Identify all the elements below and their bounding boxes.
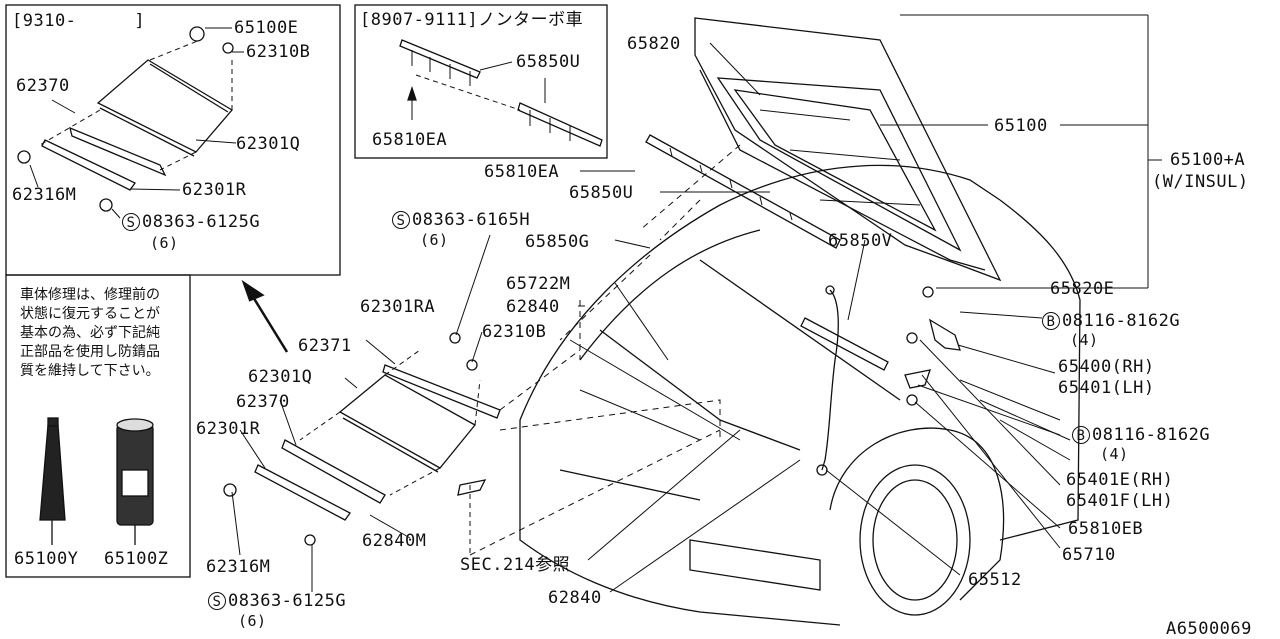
s-circle-icon: S (122, 213, 140, 231)
guide-lines (469, 144, 741, 556)
label-62301RA: 62301RA (360, 297, 436, 317)
repair-note: 車体修理は、修理前の状態に復元することが基本の為、必ず下記純正部品を使用し防錆品… (20, 287, 160, 379)
label-65850V: 65850V (828, 231, 893, 251)
label-65100Y: 65100Y (14, 549, 79, 569)
inset-box-top-middle (354, 4, 608, 159)
label-65850U-inset: 65850U (516, 52, 581, 72)
b-circle-icon: B (1042, 312, 1060, 330)
label-65401F: 65401F(LH) (1066, 491, 1174, 511)
s-circle-icon: S (392, 211, 410, 229)
label-65100A: 65100+A (1170, 150, 1246, 170)
leader-lines (231, 14, 1162, 593)
label-65850G: 65850G (525, 232, 590, 252)
label-bolt-8162G-a-qty: (4) (1070, 331, 1099, 349)
touch-up-tube (39, 417, 66, 545)
label-65820E: 65820E (1050, 279, 1115, 299)
inset-tm-title: [8907-9111]ノンターボ車 (360, 10, 584, 30)
label-screw-6125G-qty: (6) (238, 612, 267, 630)
label-62301Q: 62301Q (248, 367, 313, 387)
label-62370-inset: 62370 (16, 76, 70, 96)
b-circle-icon: B (1072, 426, 1090, 444)
label-62316M-inset: 62316M (12, 185, 77, 205)
direction-arrow (241, 279, 289, 353)
label-65401E: 65401E(RH) (1066, 470, 1174, 490)
label-62301R-inset: 62301R (182, 180, 247, 200)
label-62840M: 62840M (362, 531, 427, 551)
label-62316M: 62316M (206, 557, 271, 577)
note-box (5, 274, 191, 578)
label-62301Q-inset: 62301Q (236, 134, 301, 154)
label-62371: 62371 (298, 336, 352, 356)
label-65810EB: 65810EB (1068, 519, 1144, 539)
label-sec214: SEC.214参照 (460, 555, 571, 575)
label-62370: 62370 (236, 392, 290, 412)
label-65722M: 65722M (506, 274, 571, 294)
label-62301R: 62301R (196, 419, 261, 439)
label-65512: 65512 (968, 570, 1022, 590)
label-65100: 65100 (994, 116, 1048, 136)
label-65401: 65401(LH) (1058, 378, 1155, 398)
label-62840-top: 62840 (506, 297, 560, 317)
cowl-strip (645, 134, 841, 249)
label-65710: 65710 (1062, 545, 1116, 565)
main-lock-assembly (223, 332, 501, 555)
spray-can (116, 418, 154, 545)
inset-tm-drawing (399, 39, 603, 147)
stay-clip-strip (800, 317, 889, 371)
label-65820: 65820 (627, 34, 681, 54)
label-screw-inset-qty: (6) (150, 234, 179, 252)
label-65810EA: 65810EA (484, 162, 560, 182)
label-62310B: 62310B (482, 322, 547, 342)
label-65810EA-inset: 65810EA (372, 130, 448, 150)
label-65100E: 65100E (234, 18, 299, 38)
label-65400: 65400(RH) (1058, 357, 1155, 377)
car-body (519, 164, 1081, 626)
label-bolt-8162G-b-qty: (4) (1100, 445, 1129, 463)
hood-stay (816, 285, 839, 476)
label-screw-6165H-qty: (6) (420, 231, 449, 249)
label-62310B-inset: 62310B (246, 42, 311, 62)
inset-tl-title: [9310-] (12, 11, 146, 31)
label-65850U: 65850U (569, 183, 634, 203)
hood-hinge (904, 286, 961, 406)
hood-panel (694, 17, 1002, 282)
label-65100A-note: (W/INSUL) (1152, 172, 1249, 192)
s-circle-icon: S (208, 592, 226, 610)
label-65100Z: 65100Z (104, 549, 169, 569)
inset-tl-drawing (17, 26, 244, 219)
label-62840-bottom: 62840 (548, 588, 602, 608)
figure-id: A6500069 (1166, 619, 1252, 639)
